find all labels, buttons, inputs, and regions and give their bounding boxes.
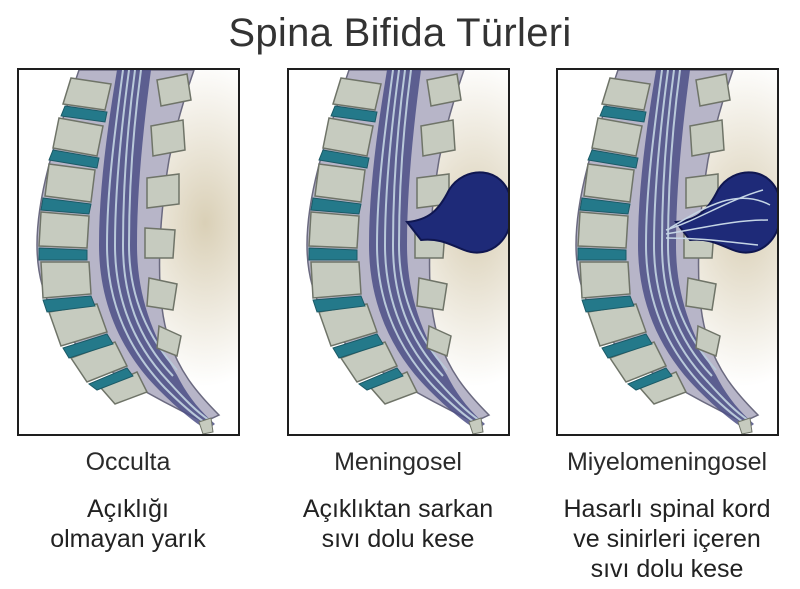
diagram-title: Spina Bifida Türleri — [228, 11, 572, 55]
panel-label-occulta: Occulta — [85, 448, 171, 476]
description-line: Hasarlı spinal kord — [563, 495, 771, 523]
panel-miyelomeningosel — [556, 68, 779, 436]
spine-illustration — [558, 70, 777, 434]
panel-description-occulta: Açıklığı olmayan yarık — [0, 494, 263, 554]
description-line: sıvı dolu kese — [321, 525, 475, 553]
panel-occulta — [17, 68, 240, 436]
panel-meningosel — [287, 68, 510, 436]
description-line: ve sinirleri içeren — [573, 525, 761, 553]
panel-label-meningosel: Meningosel — [334, 448, 462, 476]
panel-description-miyelomeningosel: Hasarlı spinal kord ve sinirleri içeren … — [532, 494, 800, 584]
description-line: sıvı dolu kese — [590, 555, 744, 583]
fluid-sac — [665, 171, 777, 254]
panel-label-miyelomeningosel: Miyelomeningosel — [566, 448, 768, 476]
spine-illustration — [19, 70, 238, 434]
spine-illustration — [289, 70, 508, 434]
description-line: Açıklıktan sarkan — [302, 495, 494, 523]
description-line: olmayan yarık — [50, 525, 206, 553]
panel-description-meningosel: Açıklıktan sarkan sıvı dolu kese — [263, 494, 533, 554]
fluid-sac — [405, 171, 508, 254]
description-line: Açıklığı — [87, 495, 169, 523]
